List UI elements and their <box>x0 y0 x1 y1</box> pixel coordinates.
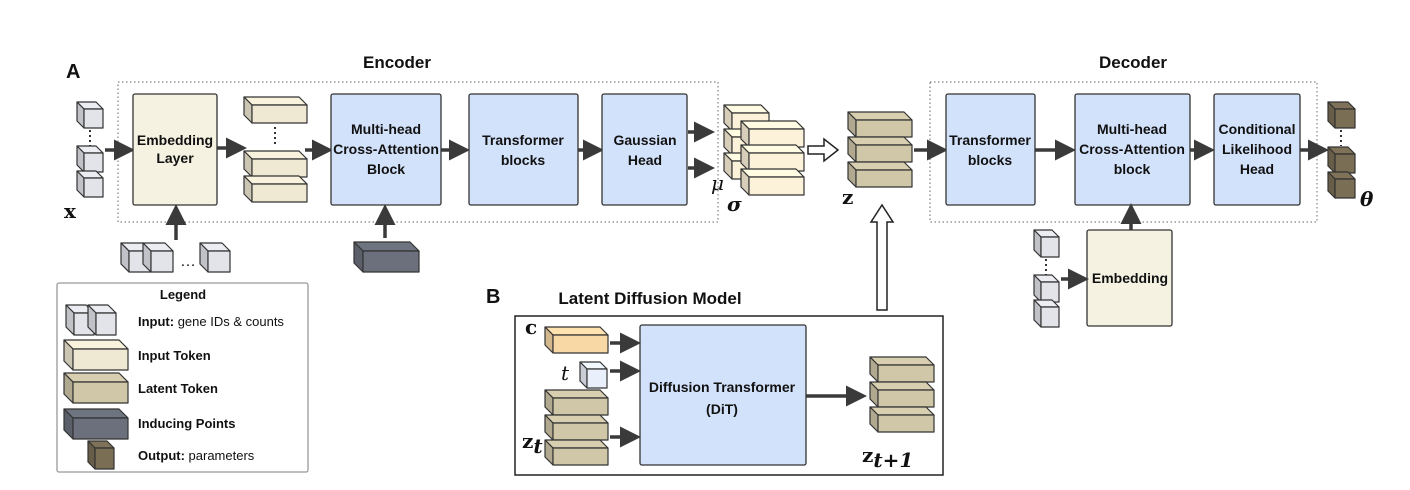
symbol-theta: θ <box>1360 187 1374 211</box>
symbol-sigma: σ <box>727 192 742 216</box>
decoder-transformer-block <box>945 93 1036 206</box>
ldm-title: Latent Diffusion Model <box>558 289 741 308</box>
panel-label-a: A <box>66 61 80 83</box>
symbol-mu: μ <box>711 171 724 195</box>
decoder-embedding-label: Embedding <box>1092 270 1168 286</box>
symbol-zt1: zt+1 <box>862 443 913 472</box>
gaussian-head-block <box>601 93 688 206</box>
time-token <box>579 361 608 389</box>
sigma-token <box>740 168 805 196</box>
diffusion-to-latent-arrow <box>869 203 895 311</box>
condition-token <box>544 326 609 354</box>
zt-token <box>544 439 609 466</box>
legend-input-icon <box>87 304 117 336</box>
symbol-z: z <box>842 185 853 209</box>
sampling-arrow <box>807 137 840 163</box>
legend-inducing-points-icon <box>63 408 129 440</box>
encoder-title: Encoder <box>363 53 431 72</box>
symbol-c: c <box>525 315 537 339</box>
dit-label: Diffusion Transformer(DiT) <box>649 379 796 417</box>
sigma-token <box>740 120 805 148</box>
output-cube <box>1327 171 1356 199</box>
legend-item-input: Input: gene IDs & counts <box>138 314 284 329</box>
legend-title: Legend <box>160 287 206 302</box>
input-token <box>243 175 308 203</box>
input-gene-cube <box>76 145 104 173</box>
symbol-t: t <box>561 361 570 385</box>
legend-latent-token-icon <box>63 372 129 404</box>
dit-block <box>639 324 807 466</box>
inducing-points <box>353 241 420 273</box>
input-gene-cube <box>76 170 104 198</box>
zt1-token <box>869 381 935 408</box>
legend-item-input-token: Input Token <box>138 348 211 363</box>
legend-item-inducing-points: Inducing Points <box>138 416 236 431</box>
input-gene-cube <box>76 101 104 129</box>
gene-id-cube <box>142 242 174 273</box>
zt-token <box>544 414 609 441</box>
input-token <box>243 96 308 124</box>
decoder-input-cube <box>1033 274 1060 303</box>
legend-item-output: Output: parameters <box>138 448 255 463</box>
symbol-x: x <box>64 199 77 223</box>
legend-input-token-icon <box>63 339 129 371</box>
zt1-token <box>869 406 935 433</box>
zt1-token <box>869 356 935 383</box>
decoder-input-cube <box>1033 229 1060 258</box>
output-cube <box>1327 146 1356 174</box>
sigma-token <box>740 144 805 172</box>
output-cube <box>1327 101 1356 129</box>
panel-label-b: B <box>486 286 500 308</box>
decoder-title: Decoder <box>1099 53 1167 72</box>
symbol-zt: zt <box>522 429 543 458</box>
legend-output-icon <box>87 440 115 470</box>
latent-token <box>847 161 913 188</box>
ellipsis: … <box>180 253 196 270</box>
latent-token <box>847 111 913 138</box>
latent-token <box>847 136 913 163</box>
decoder-input-cube <box>1033 299 1060 328</box>
gene-id-cube <box>199 242 231 273</box>
zt-token <box>544 389 609 416</box>
input-token <box>243 150 308 178</box>
legend-item-latent-token: Latent Token <box>138 381 218 396</box>
encoder-transformer-block <box>468 93 579 206</box>
encoder-frame <box>117 81 719 223</box>
